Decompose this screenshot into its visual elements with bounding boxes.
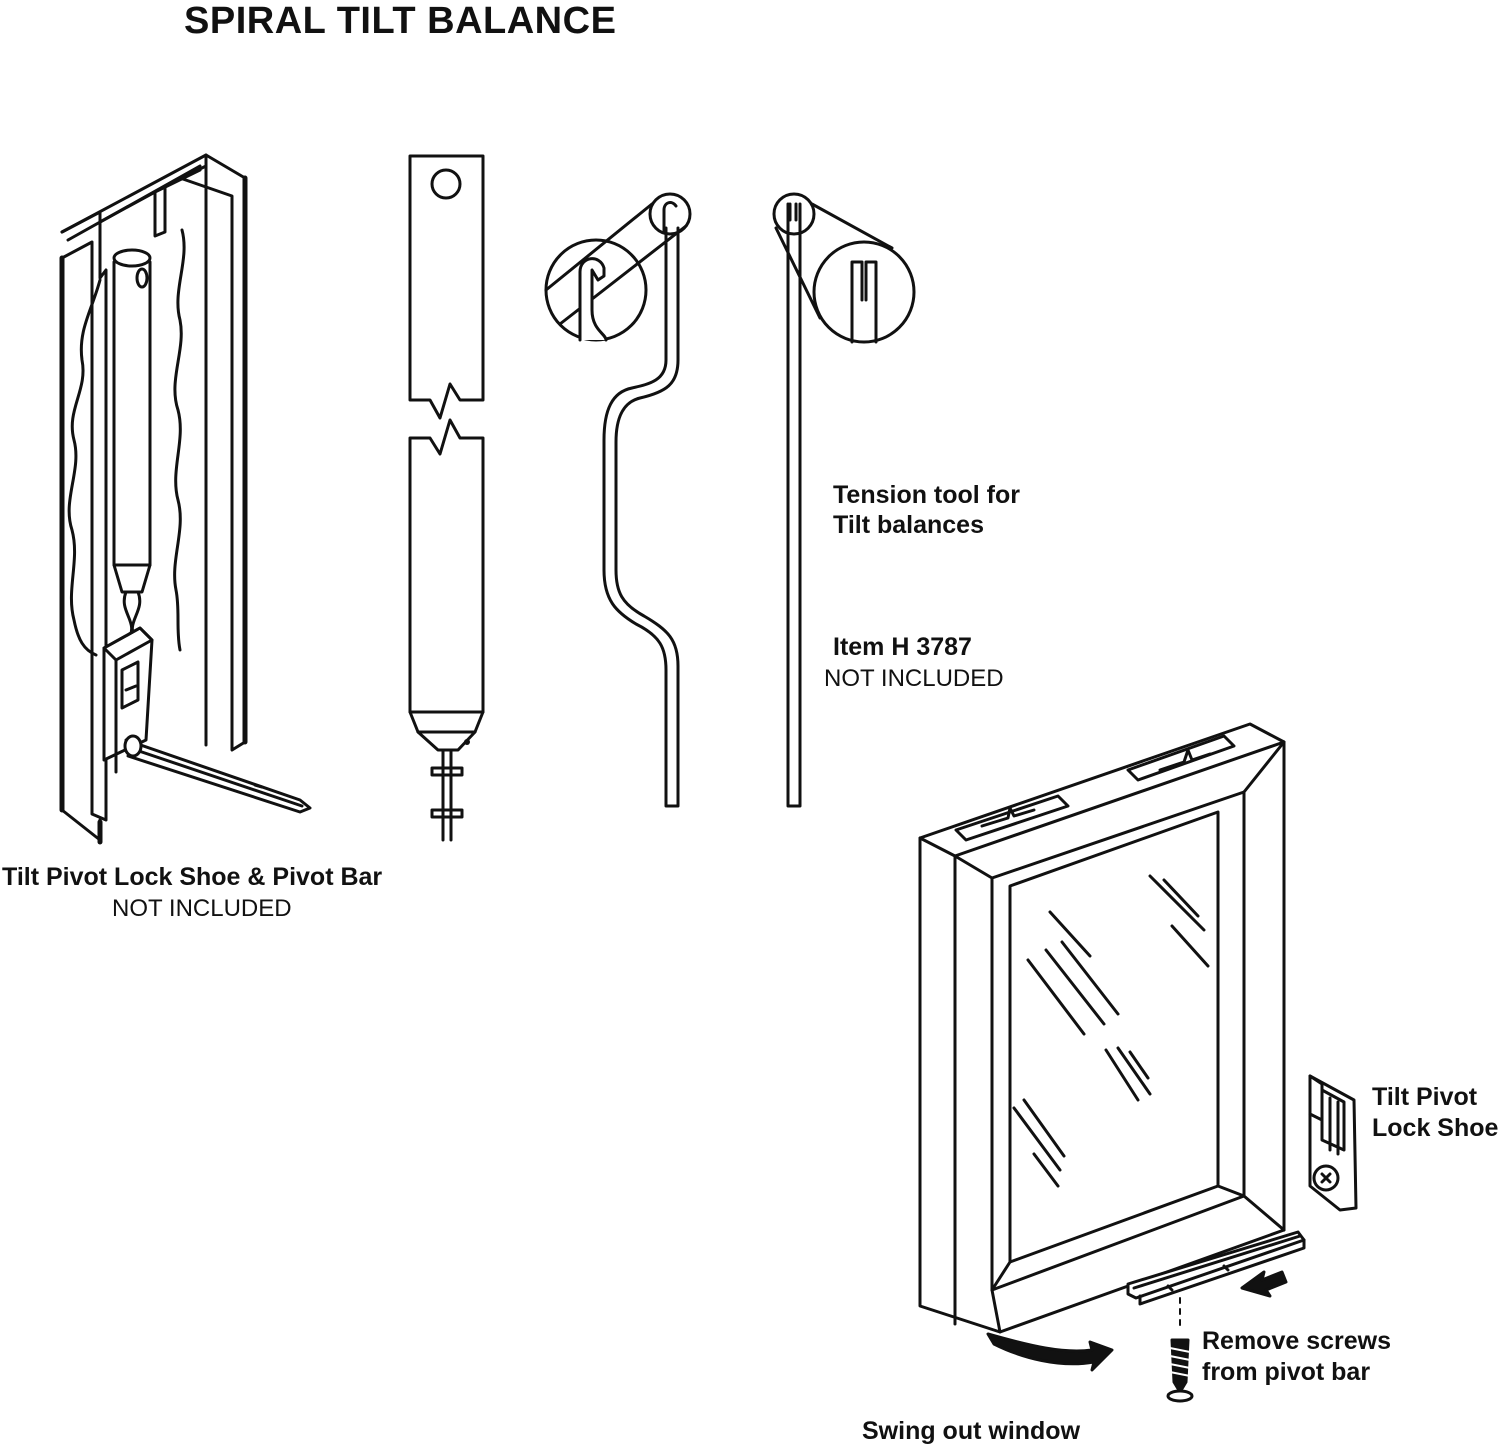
- page-title: SPIRAL TILT BALANCE: [184, 0, 617, 42]
- swing-arrow-icon: [986, 1332, 1114, 1372]
- tension-tool-label-line1: Tension tool for: [833, 481, 1021, 509]
- remove-screws-label-line2: from pivot bar: [1202, 1358, 1371, 1386]
- window-sash-illustration: [918, 722, 1286, 1334]
- pivot-assembly-note: NOT INCLUDED: [112, 895, 292, 922]
- balance-strip-illustration: [408, 154, 485, 842]
- lock-shoe-illustration: [1308, 1074, 1358, 1212]
- lock-shoe-label-line1: Tilt Pivot: [1372, 1083, 1478, 1111]
- tension-tool-hook-illustration: [544, 192, 692, 808]
- insert-arrow-icon: [1240, 1270, 1288, 1298]
- tension-tool-slot-illustration: [772, 192, 916, 808]
- pivot-bar-illustration: [1126, 1230, 1306, 1306]
- item-number-note: NOT INCLUDED: [824, 665, 1004, 692]
- remove-screws-label-line1: Remove screws: [1202, 1327, 1392, 1355]
- item-number-label: Item H 3787: [833, 633, 972, 661]
- tension-tool-label-line2: Tilt balances: [833, 511, 984, 539]
- screw-icon: [1166, 1338, 1194, 1403]
- lock-shoe-label-line2: Lock Shoe: [1372, 1114, 1499, 1142]
- pivot-assembly-label: Tilt Pivot Lock Shoe & Pivot Bar: [2, 863, 383, 891]
- swing-out-label: Swing out window: [862, 1417, 1081, 1445]
- jamb-channel-illustration: [59, 153, 312, 845]
